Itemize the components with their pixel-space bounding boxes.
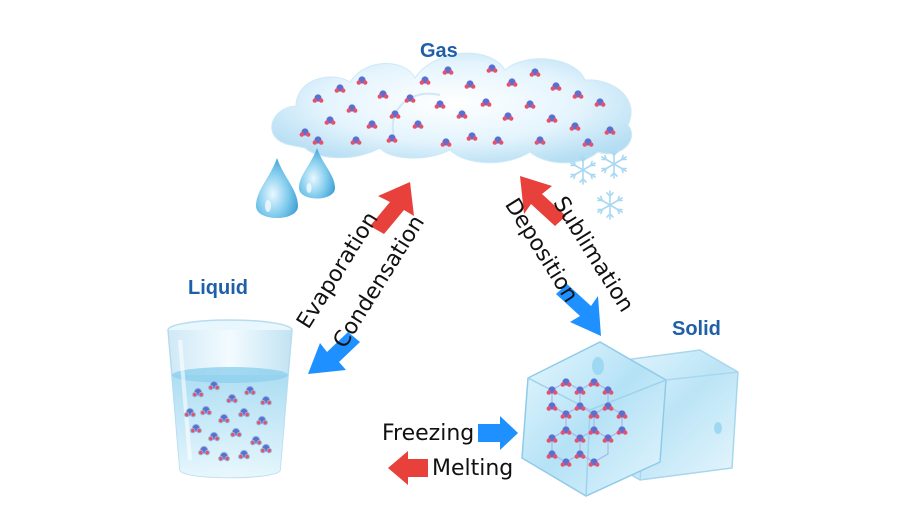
- ice-cube-icon: [521, 341, 739, 497]
- solid-lattice: [546, 378, 628, 467]
- gas-label: Gas: [420, 40, 458, 62]
- melting-arrow-icon: [388, 451, 428, 485]
- raindrop-icon: [256, 148, 335, 218]
- cloud-icon: [271, 52, 633, 164]
- evaporation-arrow-icon: [370, 182, 414, 234]
- sublimation-arrow-icon: [520, 176, 566, 226]
- freezing-label: Freezing: [382, 421, 475, 446]
- condensation-arrow-icon: [308, 332, 360, 374]
- glass-icon: [167, 319, 293, 479]
- liquid-label: Liquid: [188, 277, 248, 299]
- freezing-arrow-icon: [478, 416, 518, 450]
- melting-label: Melting: [432, 456, 514, 481]
- solid-label: Solid: [672, 318, 721, 340]
- deposition-arrow-icon: [556, 284, 601, 336]
